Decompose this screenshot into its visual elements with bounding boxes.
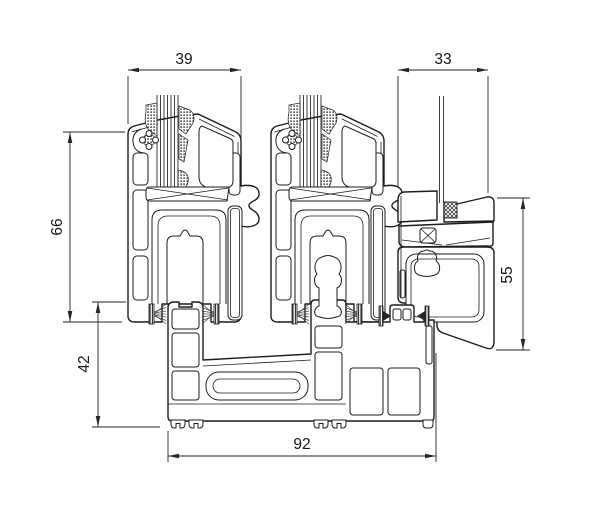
- profile-foot: [331, 419, 347, 429]
- brush-seal: [417, 305, 430, 327]
- profile-chamber: [405, 253, 485, 323]
- track-clip: [314, 255, 342, 319]
- dimension-label: 92: [293, 436, 310, 453]
- dimension-label: 55: [499, 266, 516, 283]
- glazing-gasket-block: [443, 201, 458, 219]
- profile-foot: [188, 419, 204, 429]
- profile-chamber: [314, 325, 343, 349]
- profile-foot: [313, 419, 329, 429]
- profile-foot: [422, 419, 434, 429]
- brush-seal: [378, 305, 391, 327]
- profile-chamber: [171, 370, 200, 401]
- dimension-label: 39: [175, 51, 192, 68]
- spring-clip: [419, 227, 437, 244]
- dimension-label: 66: [49, 218, 66, 235]
- profile-chamber: [171, 332, 200, 368]
- dimension-total-width: 92: [167, 353, 437, 462]
- bottom-frame-profile: [167, 255, 435, 429]
- dimension-sash-height: 66: [49, 131, 125, 323]
- dimension-lower-frame-height: 42: [76, 301, 160, 428]
- drainage-slot: [205, 371, 309, 401]
- profile-chamber: [314, 351, 343, 401]
- profile-foot: [170, 419, 186, 429]
- profile-chamber: [425, 325, 433, 365]
- profile-chamber: [171, 308, 200, 330]
- profile-chamber: [387, 367, 421, 416]
- sash-profile-left: [127, 94, 260, 323]
- dimension-sash-width: 39: [127, 51, 242, 182]
- profile-chamber: [349, 367, 384, 416]
- dimension-label: 42: [76, 355, 93, 372]
- fixed-glazing-pane: [439, 96, 444, 203]
- omega-clip: [413, 249, 441, 277]
- dimension-frame-width: 33: [397, 51, 489, 193]
- dimension-label: 33: [434, 51, 451, 68]
- fixed-frame-profile: [397, 190, 495, 350]
- dimension-side-frame-height: 55: [496, 197, 530, 351]
